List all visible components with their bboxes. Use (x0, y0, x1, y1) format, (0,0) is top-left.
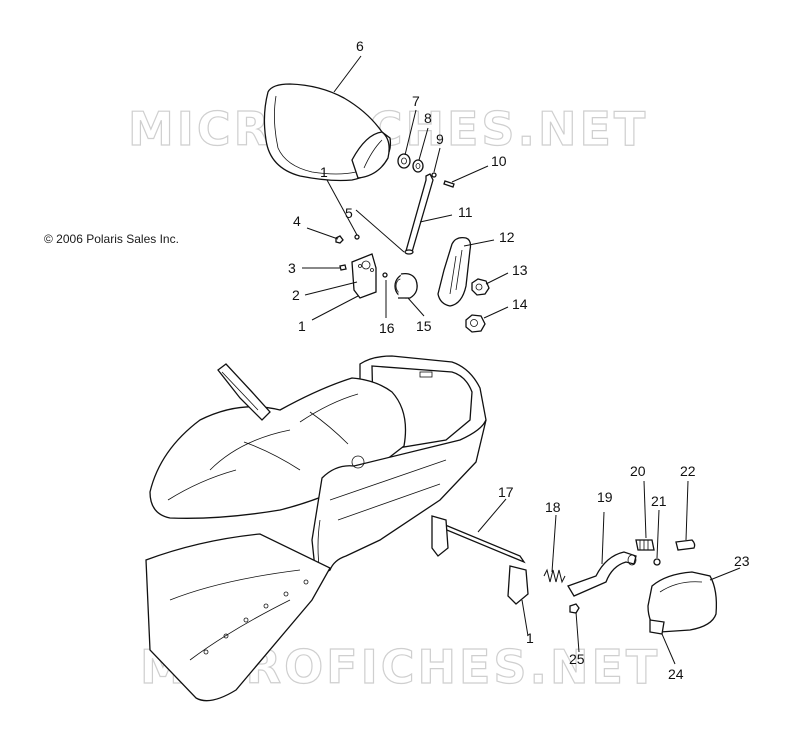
callout-9: 9 (436, 131, 444, 147)
callout-8: 8 (424, 110, 432, 126)
callout-21: 21 (651, 493, 667, 509)
callout-6: 6 (356, 38, 364, 54)
callout-1-middle: 1 (298, 318, 306, 334)
bent-tube (567, 551, 637, 597)
leader-lines (302, 55, 741, 665)
knob-lower (465, 314, 486, 333)
bracket-arm (437, 236, 472, 307)
callout-19: 19 (597, 489, 613, 505)
knob-upper (471, 278, 490, 296)
small-spring (635, 539, 655, 551)
callout-4: 4 (293, 213, 301, 229)
callout-5: 5 (345, 205, 353, 221)
callout-16: 16 (379, 320, 395, 336)
callout-20: 20 (630, 463, 646, 479)
callout-3: 3 (288, 260, 296, 276)
small-screw (653, 558, 661, 566)
callout-labels: 6 7 8 9 10 11 12 13 14 1 4 5 3 2 1 16 15… (288, 38, 750, 682)
callout-10: 10 (491, 153, 507, 169)
bushing (394, 272, 418, 299)
callout-17: 17 (498, 484, 514, 500)
backrest-pad (263, 83, 392, 182)
callout-7: 7 (412, 93, 420, 109)
callout-14: 14 (512, 296, 528, 312)
callout-24: 24 (668, 666, 684, 682)
copyright-notice: © 2006 Polaris Sales Inc. (44, 232, 179, 246)
callout-25: 25 (569, 651, 585, 667)
callout-11: 11 (458, 204, 473, 220)
callout-18: 18 (545, 499, 561, 515)
screw-25 (569, 603, 580, 614)
seat-and-frame (145, 355, 487, 702)
callout-12: 12 (499, 229, 515, 245)
callout-1-upper: 1 (320, 164, 328, 180)
callout-23: 23 (734, 553, 750, 569)
hinge-plate-assembly (335, 234, 388, 299)
callout-15: 15 (416, 318, 432, 334)
callout-13: 13 (512, 262, 528, 278)
callout-2: 2 (292, 287, 300, 303)
washers-and-fasteners (397, 153, 455, 188)
grab-handle-cover (647, 571, 718, 635)
callout-22: 22 (680, 463, 696, 479)
support-rod (404, 173, 434, 255)
callout-1-lower: 1 (526, 630, 534, 646)
pin (675, 539, 696, 551)
pivot-rod (431, 515, 529, 605)
spring (543, 568, 566, 584)
